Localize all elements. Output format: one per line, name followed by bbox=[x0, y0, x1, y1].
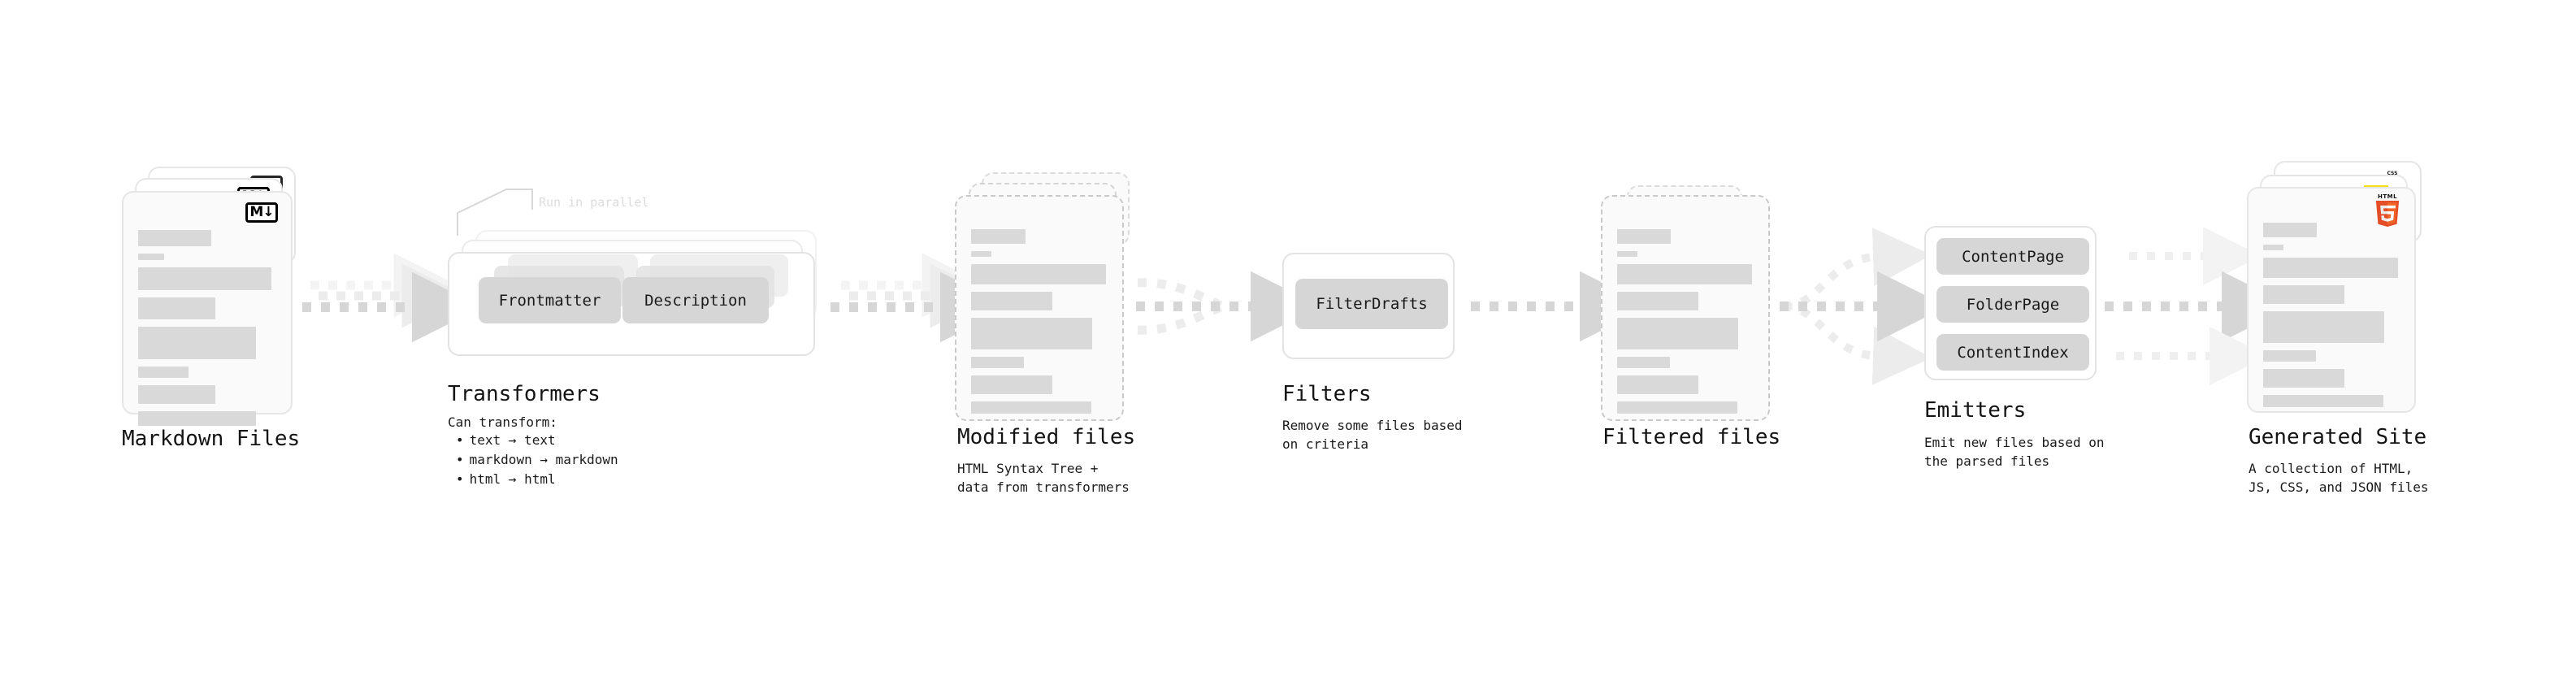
modified-files-subtitle: HTML Syntax Tree + data from transformer… bbox=[957, 461, 1130, 496]
markdown-files-title: Markdown Files bbox=[122, 427, 301, 451]
doc-bar bbox=[1617, 357, 1670, 368]
emitter-chip-folderpage[interactable]: FolderPage bbox=[1936, 286, 2089, 323]
transformer-chip-frontmatter[interactable]: Frontmatter bbox=[479, 277, 621, 323]
transform-item: html → html bbox=[456, 470, 618, 489]
doc-bar bbox=[138, 267, 271, 290]
doc-bar bbox=[1617, 251, 1637, 257]
doc-bar bbox=[138, 367, 189, 378]
html5-badge: HTML bbox=[2374, 193, 2401, 228]
doc-bar bbox=[1617, 375, 1698, 394]
doc-bar bbox=[138, 385, 215, 404]
filter-chip-filterdrafts[interactable]: FilterDrafts bbox=[1295, 279, 1448, 329]
doc-bar bbox=[971, 292, 1052, 310]
filtered-card-front bbox=[1601, 195, 1770, 421]
doc-bar bbox=[1617, 401, 1737, 414]
doc-bar bbox=[138, 230, 211, 246]
doc-bar bbox=[971, 318, 1092, 349]
doc-bar bbox=[2263, 223, 2317, 237]
emitter-chip-contentpage[interactable]: ContentPage bbox=[1936, 238, 2089, 275]
doc-bar bbox=[971, 375, 1052, 394]
run-in-parallel-label: Run in parallel bbox=[539, 195, 649, 210]
doc-bar bbox=[1617, 229, 1671, 244]
emitter-chip-contentindex[interactable]: ContentIndex bbox=[1936, 334, 2089, 371]
emitters-subtitle: Emit new files based on the parsed files bbox=[1924, 435, 2105, 470]
connector-transformers-to-modified bbox=[830, 253, 1011, 343]
html5-shield-icon bbox=[2375, 201, 2400, 227]
markdown-badge: M↓ bbox=[245, 202, 278, 223]
doc-bar bbox=[2263, 395, 2383, 407]
doc-bar bbox=[971, 357, 1024, 368]
doc-bar bbox=[138, 297, 215, 319]
emitters-title: Emitters bbox=[1924, 398, 2027, 423]
doc-bar bbox=[1617, 264, 1752, 284]
doc-bar bbox=[971, 401, 1091, 414]
css-badge-label: CSS bbox=[2387, 171, 2398, 176]
connector-md-to-transformers bbox=[302, 253, 483, 343]
markdown-card-front: M↓ bbox=[122, 191, 293, 426]
run-in-parallel-bracket bbox=[457, 189, 533, 236]
transformers-capability-list: text → text markdown → markdown html → h… bbox=[448, 431, 618, 489]
doc-bar bbox=[971, 251, 991, 257]
html5-badge-label: HTML bbox=[2377, 193, 2398, 200]
connector-emitters-to-site bbox=[2105, 227, 2292, 385]
emitters-box: ContentPage FolderPage ContentIndex bbox=[1924, 226, 2097, 380]
modified-card-front bbox=[955, 195, 1124, 421]
filters-subtitle: Remove some files based on criteria bbox=[1282, 418, 1463, 453]
generated-site-subtitle: A collection of HTML, JS, CSS, and JSON … bbox=[2249, 461, 2429, 496]
doc-bar bbox=[971, 264, 1106, 284]
doc-bar bbox=[2263, 369, 2344, 388]
generated-site-title: Generated Site bbox=[2249, 425, 2427, 449]
connector-modified-to-filters bbox=[1136, 271, 1321, 342]
site-card-front: HTML bbox=[2247, 187, 2416, 413]
doc-bar bbox=[1617, 292, 1698, 310]
connector-filtered-to-emitters bbox=[1780, 228, 1948, 385]
filters-box: FilterDrafts bbox=[1282, 253, 1455, 359]
transformers-title: Transformers bbox=[448, 382, 601, 406]
doc-bar bbox=[2263, 245, 2283, 250]
doc-bar bbox=[138, 327, 256, 359]
doc-bar bbox=[1617, 318, 1738, 349]
doc-bar bbox=[138, 254, 164, 260]
filtered-files-title: Filtered files bbox=[1602, 425, 1781, 449]
doc-bar bbox=[2263, 258, 2398, 278]
transformers-subtitle: Can transform: bbox=[448, 414, 557, 430]
transform-item: text → text bbox=[456, 431, 618, 450]
doc-bar bbox=[138, 411, 256, 426]
filters-title: Filters bbox=[1282, 382, 1372, 406]
transformer-chip-description[interactable]: Description bbox=[622, 277, 769, 323]
doc-bar bbox=[971, 229, 1026, 244]
modified-files-title: Modified files bbox=[957, 425, 1136, 449]
doc-bar bbox=[2263, 285, 2344, 304]
transform-item: markdown → markdown bbox=[456, 450, 618, 470]
doc-bar bbox=[2263, 350, 2316, 362]
doc-bar bbox=[2263, 311, 2384, 343]
